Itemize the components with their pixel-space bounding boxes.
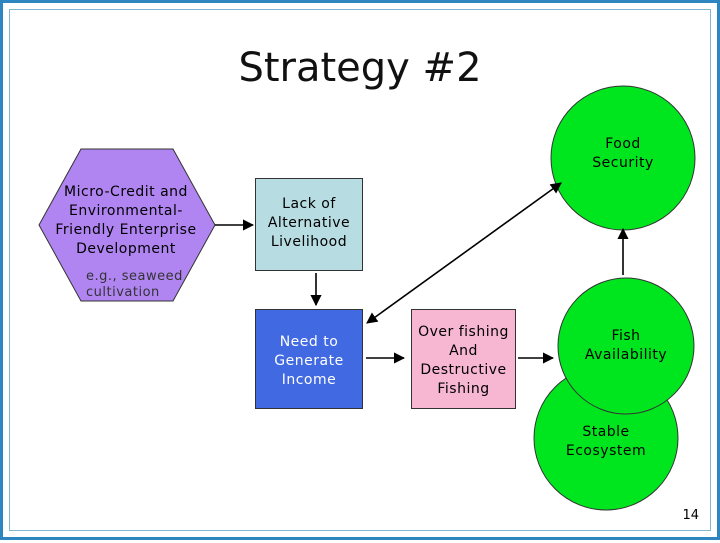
stable-ecosystem-label: Stable Ecosystem	[565, 424, 647, 459]
page-number: 14	[682, 508, 699, 523]
lack-livelihood-label: Lack of Alternative Livelihood	[267, 196, 351, 250]
overfishing-label: Over fishing And Destructive Fishing	[418, 324, 509, 397]
need-income-box	[255, 309, 363, 409]
micro-credit-label: Micro-Credit and Environmental-Friendly …	[55, 184, 197, 257]
diagram-canvas	[38, 85, 696, 511]
need-income-label: Need to Generate Income	[274, 334, 344, 388]
hexagon-shape	[38, 148, 216, 302]
slide-frame	[9, 9, 711, 531]
micro-credit-example: e.g., seaweed cultivation	[86, 269, 183, 300]
slide-title: Strategy #2	[238, 45, 482, 91]
lack-livelihood-box	[255, 178, 363, 271]
fish-availability-circle	[557, 277, 695, 415]
overfishing-box	[411, 309, 516, 409]
food-security-label: Food Security	[592, 136, 654, 171]
fish-availability-label: Fish Availability	[584, 328, 668, 363]
arrow-food-need-double	[366, 182, 562, 324]
